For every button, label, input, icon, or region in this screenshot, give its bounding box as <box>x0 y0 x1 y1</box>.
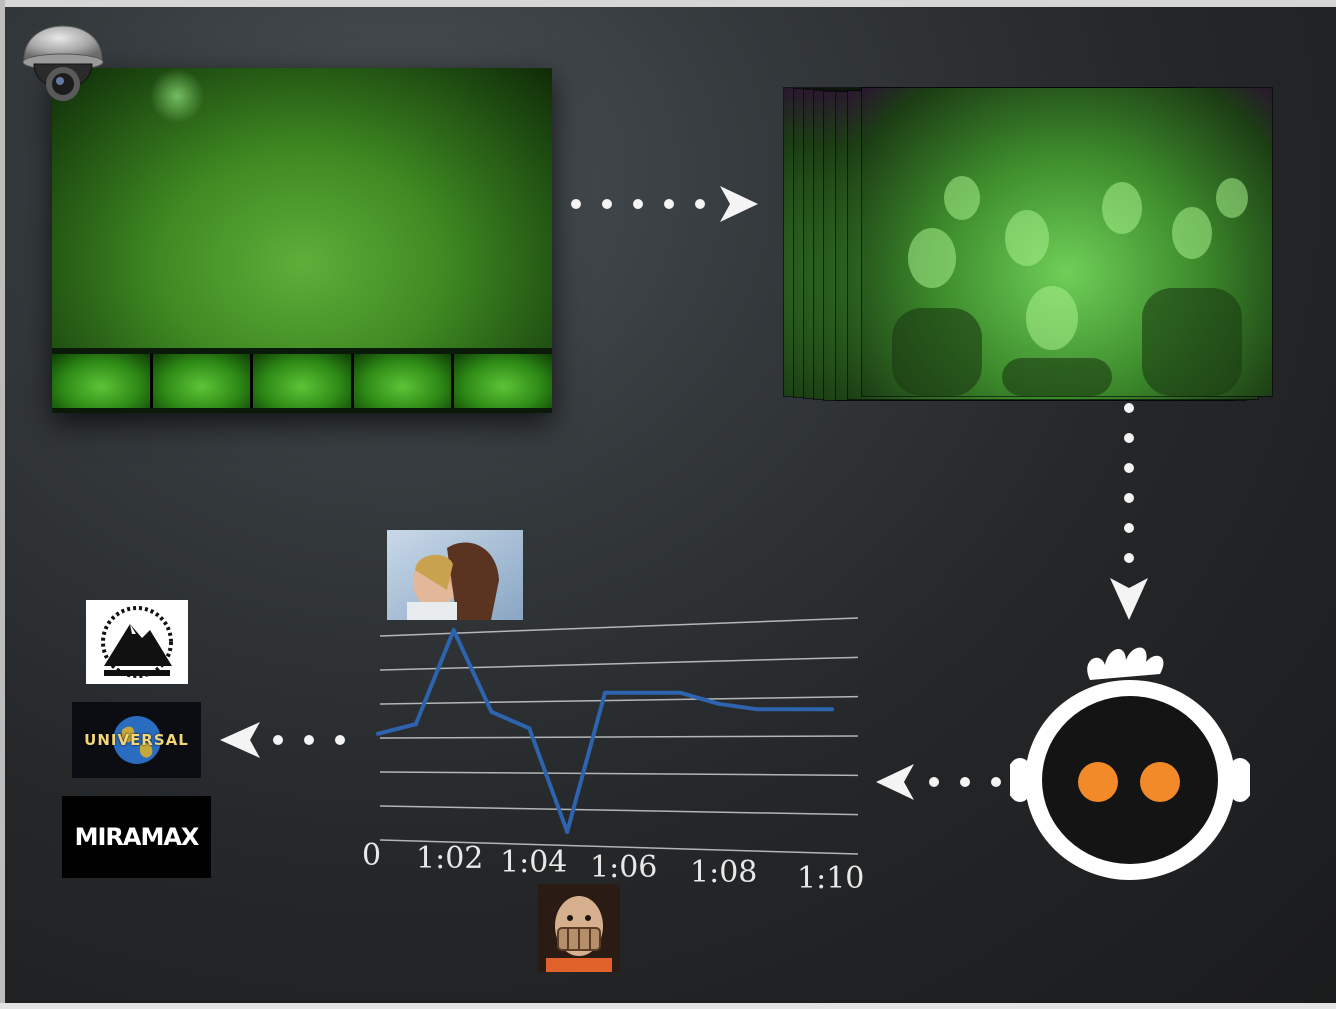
chart-gridlines <box>379 617 859 855</box>
miramax-logo-text: MIRAMAX <box>74 823 200 851</box>
chart-data-point <box>489 709 494 714</box>
chart-gridline <box>379 735 859 739</box>
chart-gridline <box>379 771 859 777</box>
x-tick-label: 1:06 <box>590 850 658 885</box>
chart-data-point <box>413 722 418 727</box>
window-left-edge <box>0 0 5 1009</box>
chart-gridline <box>379 695 859 705</box>
thumbnail-frame <box>253 354 351 408</box>
arrow-right-icon <box>571 186 758 222</box>
paramount-logo <box>86 600 188 684</box>
robot-face-icon <box>1010 647 1250 880</box>
chart-data-point <box>640 690 645 695</box>
chart-data-point <box>792 707 797 712</box>
robot-eye-right <box>1140 762 1180 802</box>
miramax-logo: MIRAMAX <box>62 796 211 878</box>
x-tick-label: 1:04 <box>500 845 568 880</box>
arrow-down-icon <box>1110 403 1148 620</box>
chart-data-point <box>527 726 532 731</box>
chart-data-point <box>754 707 759 712</box>
thumbnail-frame <box>152 354 251 408</box>
night-vision-thumbnail-strip <box>52 354 552 408</box>
chart-data-point <box>830 707 834 712</box>
audience-frame-front <box>862 88 1272 396</box>
romance-kiss-thumbnail <box>387 530 523 620</box>
reaction-line-chart <box>376 617 859 855</box>
x-tick-label: 1:10 <box>797 861 865 896</box>
chart-gridline <box>379 656 859 671</box>
thumbnail-frame <box>353 354 452 408</box>
reaction-series-points <box>376 628 834 834</box>
chart-data-point <box>603 690 607 695</box>
thumbnail-frame <box>454 354 552 408</box>
chart-data-point <box>565 829 570 834</box>
chart-data-point <box>678 690 683 695</box>
window-bottom-edge <box>0 1003 1336 1009</box>
x-tick-label: 0 <box>362 838 382 873</box>
x-tick-label: 1:02 <box>416 841 484 876</box>
universal-logo: UNIVERSAL <box>72 702 201 778</box>
paramount-mountain-icon <box>101 606 173 678</box>
globe-icon <box>113 716 161 764</box>
audience-faces-illustration <box>892 176 1248 396</box>
chart-data-point <box>376 731 380 736</box>
horror-mask-thumbnail <box>538 884 620 972</box>
robot-eye-left <box>1078 762 1118 802</box>
night-vision-feed <box>52 68 552 413</box>
chart-gridline <box>379 617 859 637</box>
x-tick-label: 1:08 <box>690 855 758 890</box>
chart-gridline <box>379 839 859 855</box>
thumbnail-frame <box>52 354 150 408</box>
universal-logo-text: UNIVERSAL <box>84 731 189 749</box>
night-vision-main-frame <box>52 68 552 348</box>
chart-data-point <box>451 628 456 633</box>
security-camera-icon <box>22 25 104 101</box>
chart-gridline <box>379 805 859 816</box>
window-top-edge <box>0 0 1336 7</box>
chart-data-point <box>716 701 721 706</box>
arrow-left-icon <box>876 764 1001 800</box>
arrow-left-icon <box>220 722 345 758</box>
